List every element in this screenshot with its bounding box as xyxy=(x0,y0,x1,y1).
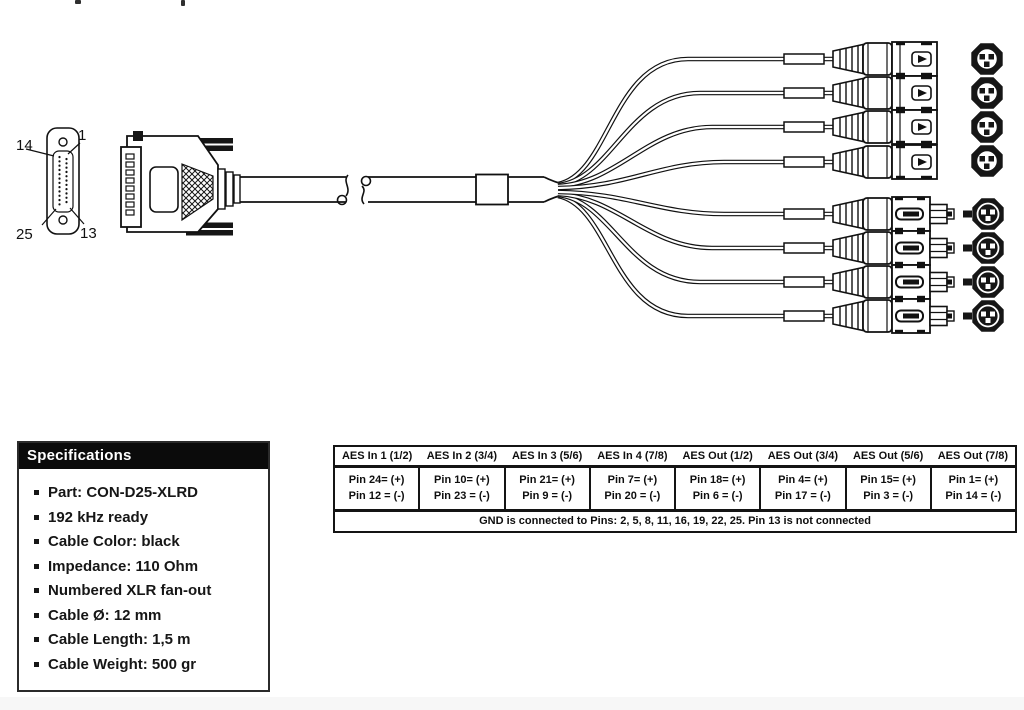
spec-item: Cable Color: black xyxy=(33,533,260,551)
cable-break-icon xyxy=(336,194,348,206)
screw-hole-icon xyxy=(58,137,68,147)
wire xyxy=(557,192,834,285)
spec-item: 192 kHz ready xyxy=(33,509,260,527)
cable-diagram: 14 1 25 13 xyxy=(16,41,1005,334)
pin-plus: Pin 7= (+) xyxy=(607,474,658,486)
pin-minus: Pin 17 = (-) xyxy=(774,490,831,502)
pin-plus: Pin 1= (+) xyxy=(948,474,999,486)
xlr-connector-side xyxy=(832,109,938,145)
pinout-column-header: AES In 1 (1/2) xyxy=(334,446,420,468)
cable-sleeve xyxy=(475,173,509,206)
wire xyxy=(557,90,834,188)
pinout-column-header: AES In 2 (3/4) xyxy=(419,446,505,468)
specifications-panel: Specifications Part: CON-D25-XLRD 192 kH… xyxy=(17,441,270,692)
pin-minus: Pin 6 = (-) xyxy=(692,490,743,502)
cable-break-icon xyxy=(360,175,372,187)
spec-item: Part: CON-D25-XLRD xyxy=(33,484,260,502)
pin-plus: Pin 24= (+) xyxy=(348,474,405,486)
pinout-cell: Pin 4= (+) Pin 17 = (-) xyxy=(759,466,846,511)
pinout-cell: Pin 10= (+) Pin 23 = (-) xyxy=(418,466,505,511)
spec-item: Cable Ø: 12 mm xyxy=(33,607,260,625)
db25-side-view xyxy=(120,131,241,236)
xlr-connector-face xyxy=(970,42,1004,76)
pin-minus: Pin 14 = (-) xyxy=(945,490,1002,502)
pin-minus: Pin 9 = (-) xyxy=(522,490,573,502)
pin-minus: Pin 20 = (-) xyxy=(604,490,661,502)
wire xyxy=(557,56,834,187)
strain-relief-rib xyxy=(233,174,241,204)
pin-label-25: 25 xyxy=(16,226,33,243)
spec-item: Impedance: 110 Ohm xyxy=(33,558,260,576)
wire-number-sleeves xyxy=(783,53,825,322)
pinout-cell: Pin 1= (+) Pin 14 = (-) xyxy=(929,466,1016,511)
xlr-connector-face xyxy=(962,231,1005,265)
pinout-column-header: AES Out (3/4) xyxy=(760,446,846,468)
xlr-connector-face xyxy=(970,144,1004,178)
xlr-connector-face xyxy=(962,197,1005,231)
pin-label-14: 14 xyxy=(16,137,33,154)
specifications-title: Specifications xyxy=(19,443,268,469)
wire xyxy=(557,191,834,251)
cropped-text-artifact xyxy=(75,0,81,4)
pin-plus: Pin 21= (+) xyxy=(519,474,575,486)
xlr-connector-face xyxy=(970,110,1004,144)
xlr-connector-side xyxy=(832,41,938,77)
pinout-cell: Pin 24= (+) Pin 12 = (-) xyxy=(334,467,419,511)
pinout-cell: Pin 7= (+) Pin 20 = (-) xyxy=(588,466,675,511)
strain-relief-rib xyxy=(225,171,234,207)
pinout-header-row: AES In 1 (1/2) AES In 2 (3/4) AES In 3 (… xyxy=(334,446,1016,468)
pin-plus: Pin 10= (+) xyxy=(434,474,490,486)
pinout-table: AES In 1 (1/2) AES In 2 (3/4) AES In 3 (… xyxy=(333,445,1017,533)
pinout-cell: Pin 15= (+) Pin 3 = (-) xyxy=(844,466,931,511)
spec-item: Numbered XLR fan-out xyxy=(33,582,260,600)
xlr-connector-face xyxy=(962,265,1005,299)
pinout-column-header: AES In 4 (7/8) xyxy=(589,446,675,468)
pin-plus: Pin 18= (+) xyxy=(689,474,746,486)
pinout-table-container: AES In 1 (1/2) AES In 2 (3/4) AES In 3 (… xyxy=(333,445,1017,533)
xlr-connector-side xyxy=(832,196,955,232)
wire xyxy=(557,124,834,189)
pin-label-13: 13 xyxy=(80,225,97,242)
wire xyxy=(557,159,834,191)
db25-face-view: 14 1 25 13 xyxy=(16,127,97,243)
wire xyxy=(557,193,834,319)
spec-item: Cable Weight: 500 gr xyxy=(33,656,260,674)
screw-hole-icon xyxy=(58,215,68,225)
pinout-column-header: AES Out (1/2) xyxy=(675,446,761,468)
specifications-list: Part: CON-D25-XLRD 192 kHz ready Cable C… xyxy=(19,484,268,674)
fanout-wires xyxy=(557,56,834,319)
xlr-connector-side xyxy=(832,230,955,266)
pinout-footer-row: GND is connected to Pins: 2, 5, 8, 11, 1… xyxy=(334,509,1016,532)
xlr-connector-face xyxy=(962,299,1005,333)
xlr-connector-face xyxy=(970,76,1004,110)
xlr-connector-side xyxy=(832,144,938,180)
pinout-body-row: Pin 24= (+) Pin 12 = (-) Pin 10= (+) Pin 2… xyxy=(334,466,1016,511)
main-cable xyxy=(240,173,567,206)
pinout-column-header: AES Out (5/6) xyxy=(845,446,931,468)
pin-minus: Pin 12 = (-) xyxy=(348,490,405,502)
pinout-cell: Pin 21= (+) Pin 9 = (-) xyxy=(503,466,590,511)
spec-item: Cable Length: 1,5 m xyxy=(33,631,260,649)
xlr-connector-side xyxy=(832,75,938,111)
pin-plus: Pin 15= (+) xyxy=(860,474,916,486)
pin-minus: Pin 23 = (-) xyxy=(433,490,490,502)
pin-label-1: 1 xyxy=(78,127,86,144)
pin-plus: Pin 4= (+) xyxy=(778,474,828,486)
pin-minus: Pin 3 = (-) xyxy=(863,490,914,502)
xlr-connector-side xyxy=(832,298,955,334)
xlr-connector-side xyxy=(832,264,955,300)
pinout-cell: Pin 18= (+) Pin 6 = (-) xyxy=(673,466,761,511)
strain-relief-rib xyxy=(217,168,226,210)
gnd-note: GND is connected to Pins: 2, 5, 8, 11, 1… xyxy=(334,509,1016,532)
cropped-text-artifact xyxy=(181,0,185,6)
pinout-column-header: AES Out (7/8) xyxy=(930,446,1016,468)
page-bottom-band xyxy=(0,697,1024,710)
wire xyxy=(557,189,834,217)
pinout-column-header: AES In 3 (5/6) xyxy=(504,446,590,468)
